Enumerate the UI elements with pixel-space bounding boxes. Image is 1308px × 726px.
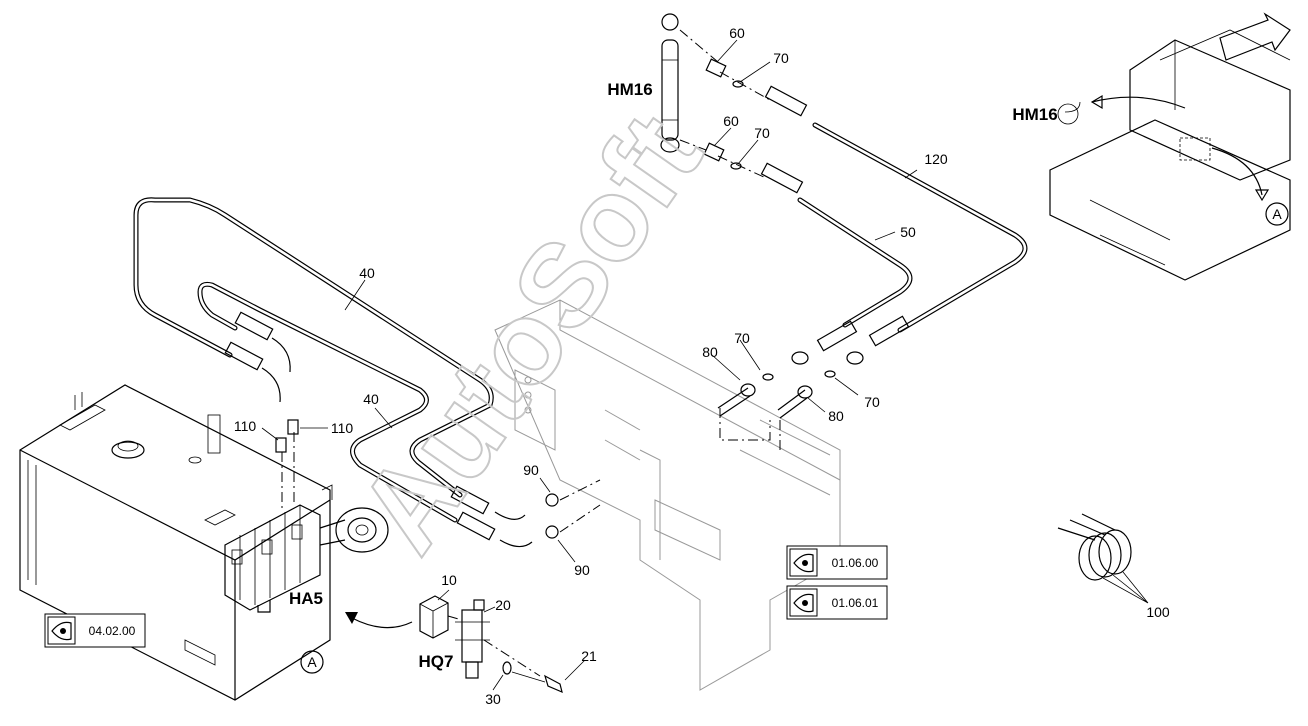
cylinder-hm16 [660,13,680,153]
reference-box-frame-1[interactable]: 01.06.00 [786,545,888,580]
watermark: AutoSoft [333,91,727,575]
eye-icon [793,553,814,573]
hose-40-outer [133,197,494,498]
hose-40-inner [197,281,458,523]
reference-code-frame-2: 01.06.01 [832,596,879,610]
callout-10: 10 [441,572,457,588]
control-valve-ha5 [224,484,389,613]
callout-20: 20 [495,597,511,613]
machine-frame [494,299,841,691]
valve-hq7 [419,595,563,694]
callout-80-left: 80 [702,344,718,360]
callout-70-left: 70 [734,330,750,346]
callout-110-left: 110 [234,418,257,434]
callout-21: 21 [581,648,597,664]
circle-a-inset-text: A [1272,206,1282,222]
ha5-arrowhead [345,612,358,624]
circle-a-tank [300,650,324,674]
label-hm16-inset: HM16 [1012,105,1057,124]
callout-70-mid: 70 [754,125,770,141]
leader-lines [261,39,918,691]
callout-70-top: 70 [773,50,789,66]
hose-120 [812,122,1028,333]
hydraulic-tank: A [19,384,331,701]
callout-40-lower: 40 [363,391,379,407]
eye-icon [793,593,814,613]
assembly-lines [281,29,781,677]
label-ha5: HA5 [289,589,323,608]
reference-code-frame-1: 01.06.00 [832,556,879,570]
callout-120: 120 [924,151,948,167]
callout-30: 30 [485,691,501,707]
circle-a-tank-text: A [307,654,317,670]
reference-code-tank: 04.02.00 [89,624,136,638]
callout-90-lower: 90 [574,562,590,578]
callout-60-mid: 60 [723,113,739,129]
callout-90-upper: 90 [523,462,539,478]
callout-70-right: 70 [864,394,880,410]
ha5-arrow [351,617,413,629]
label-hm16-top: HM16 [607,80,652,99]
label-hq7: HQ7 [419,652,454,671]
callout-80-right: 80 [828,408,844,424]
reference-box-tank[interactable]: 04.02.00 [44,613,146,648]
inset-paver-machine: A [1049,12,1291,281]
small-fittings [275,58,836,539]
eye-icon [51,621,72,641]
callout-40-upper: 40 [359,265,375,281]
callout-100: 100 [1146,604,1170,620]
reference-box-frame-2[interactable]: 01.06.01 [786,585,888,620]
hose-fittings [224,85,910,548]
hose-50 [797,197,913,328]
callout-60-top: 60 [729,25,745,41]
callout-110-right: 110 [331,420,354,436]
callout-50: 50 [900,224,916,240]
cable-ties-100 [1057,513,1149,604]
